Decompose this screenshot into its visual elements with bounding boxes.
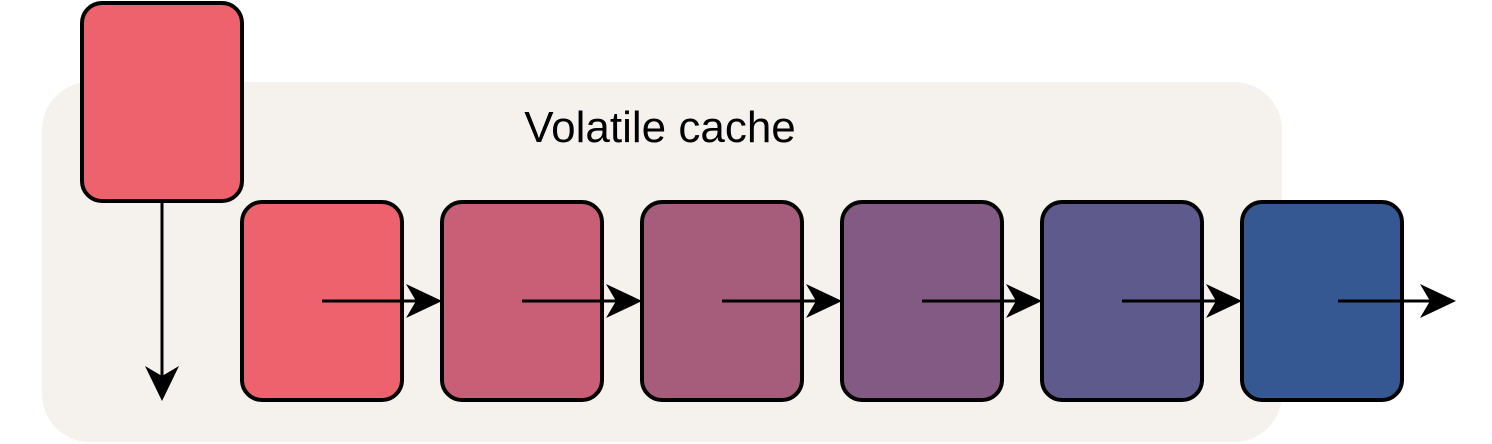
volatile-cache-label: Volatile cache [524,103,796,152]
cache-block-chain [240,200,1456,402]
link-arrow-3 [722,284,842,318]
link-arrow-1 [322,284,442,318]
link-arrow-4 [922,284,1042,318]
link-arrow-2 [522,284,642,318]
incoming-arrow [145,201,179,401]
incoming-block [80,1,244,203]
link-arrow-5 [1122,284,1242,318]
link-arrow-6 [1338,284,1456,318]
